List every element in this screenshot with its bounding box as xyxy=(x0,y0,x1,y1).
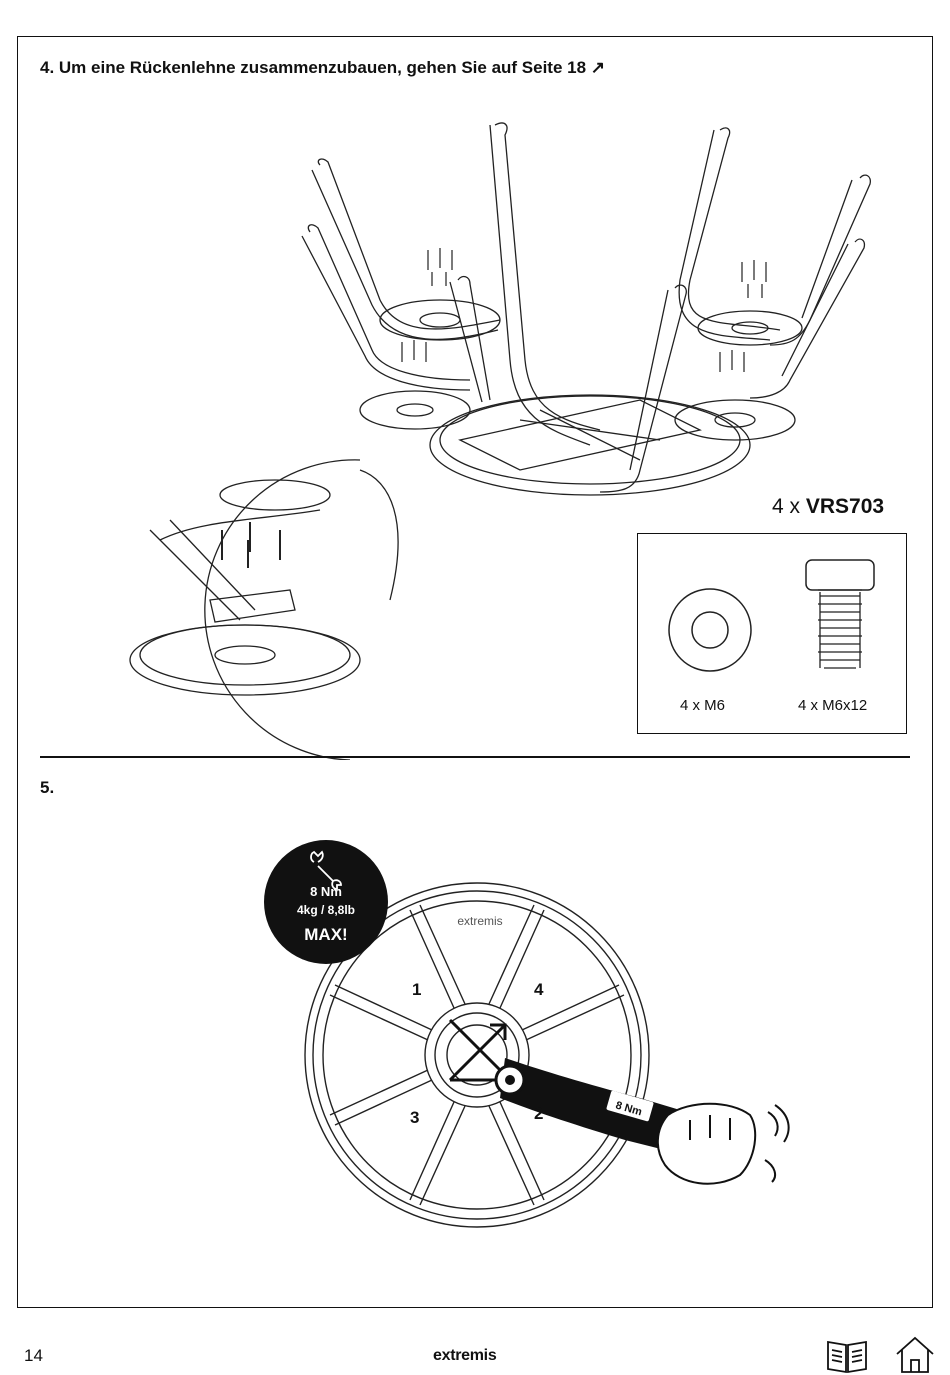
washer-icon xyxy=(668,588,752,672)
kit-code: VRS703 xyxy=(805,495,885,518)
kit-count: 4 x xyxy=(772,495,801,518)
book-icon[interactable] xyxy=(826,1338,868,1374)
sequence-number-2: 2 xyxy=(534,1104,544,1123)
kit-code-label: 4 x VRS703 xyxy=(772,495,884,519)
bolt-icon xyxy=(805,559,875,669)
step-5-label: 5. xyxy=(40,778,55,797)
home-icon[interactable] xyxy=(895,1336,935,1374)
badge-torque: 8 Nm xyxy=(310,884,342,899)
bolt-label: 4 x M6x12 xyxy=(798,697,868,714)
torque-badge xyxy=(264,840,388,964)
disc-logo: extremis xyxy=(457,914,502,928)
sequence-number-1: 1 xyxy=(412,980,422,999)
wrench-icon xyxy=(310,850,342,890)
sequence-number-3: 3 xyxy=(410,1108,420,1127)
page-number: 14 xyxy=(24,1346,43,1365)
brand-logo: extremis xyxy=(433,1347,497,1364)
step-4-title: 4. Um eine Rückenlehne zusammenzubauen, … xyxy=(40,58,606,77)
section-divider xyxy=(40,756,910,758)
washer-label: 4 x M6 xyxy=(680,697,726,714)
badge-weight: 4kg / 8,8lb xyxy=(296,903,356,917)
page-frame xyxy=(17,36,933,1308)
parts-box: 4 x M6 4 x M6x12 xyxy=(637,533,907,734)
sequence-number-4: 4 xyxy=(534,980,544,999)
badge-max: MAX! xyxy=(304,925,348,944)
table-assembly-illustration xyxy=(129,122,871,760)
